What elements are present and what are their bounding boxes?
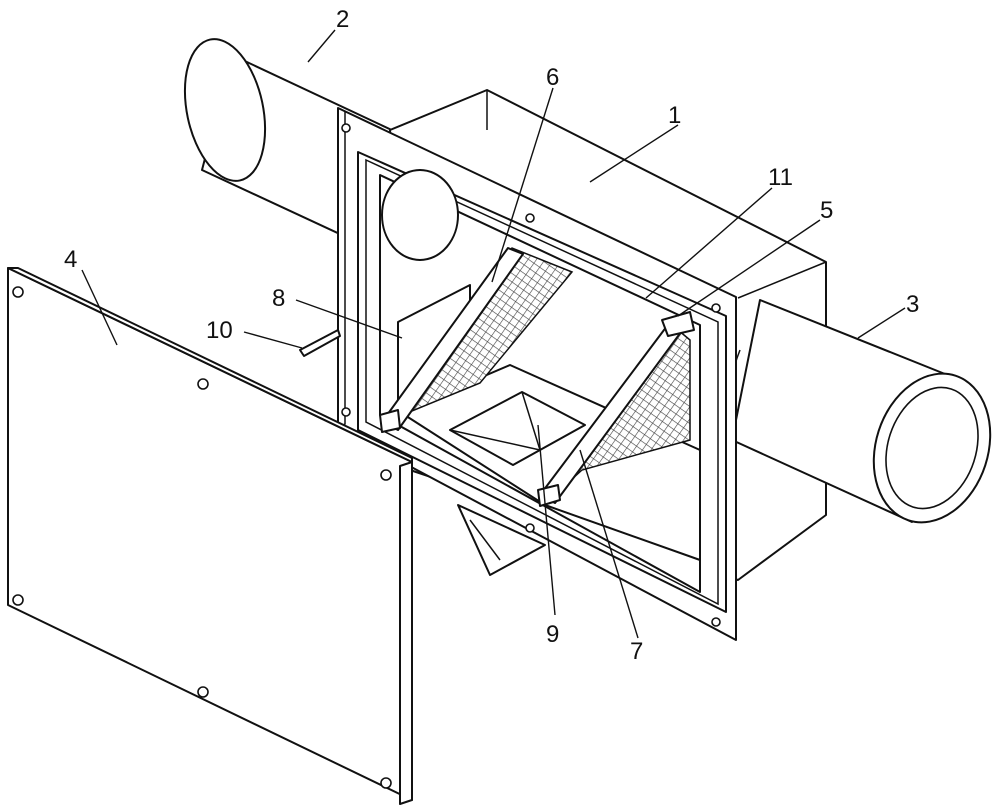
cover-bolt-hole (197, 378, 209, 390)
leader-lines (81, 29, 906, 639)
leader-1 (589, 124, 679, 183)
cover-bolt-hole (12, 594, 24, 606)
callout-4: 4 (64, 246, 77, 273)
handle (299, 329, 341, 357)
leader-2 (307, 29, 336, 63)
inlet-opening (381, 169, 459, 261)
cover-bolt-hole (380, 469, 392, 481)
flange-bolt-hole (341, 407, 351, 417)
cover-plate (7, 267, 413, 805)
filter-screen-left (379, 247, 574, 433)
leader-6 (491, 87, 554, 283)
callout-11: 11 (768, 164, 793, 191)
cover-bolt-hole (380, 777, 392, 789)
leader-8 (295, 299, 403, 339)
leader-4 (81, 269, 118, 346)
callout-6: 6 (546, 64, 559, 91)
callout-2: 2 (336, 6, 349, 33)
callout-1: 1 (668, 102, 681, 129)
leader-9 (537, 424, 556, 616)
callouts: 2 1 6 11 5 3 4 8 10 9 7 (64, 6, 919, 665)
callout-3: 3 (906, 291, 919, 318)
outlet-pipe (727, 299, 992, 524)
leader-3 (857, 307, 906, 339)
callout-8: 8 (272, 285, 285, 312)
leader-7 (579, 449, 639, 639)
flange-bolt-hole (711, 303, 721, 313)
callout-7: 7 (630, 638, 643, 665)
cover-bolt-hole (12, 286, 24, 298)
flange-bolt-hole (525, 523, 535, 533)
leader-10 (243, 331, 303, 349)
housing-interior (379, 169, 701, 593)
drain-hopper (457, 504, 546, 576)
callout-5: 5 (820, 197, 833, 224)
flange-bolt-hole (525, 213, 535, 223)
flange-bolt-hole (341, 123, 351, 133)
leader-11 (645, 187, 773, 299)
leader-5 (677, 219, 821, 317)
cover-bolt-hole (197, 686, 209, 698)
flange-bolt-hole (711, 617, 721, 627)
callout-9: 9 (546, 621, 559, 648)
callout-10: 10 (206, 317, 233, 344)
filter-screen-right (537, 311, 695, 507)
